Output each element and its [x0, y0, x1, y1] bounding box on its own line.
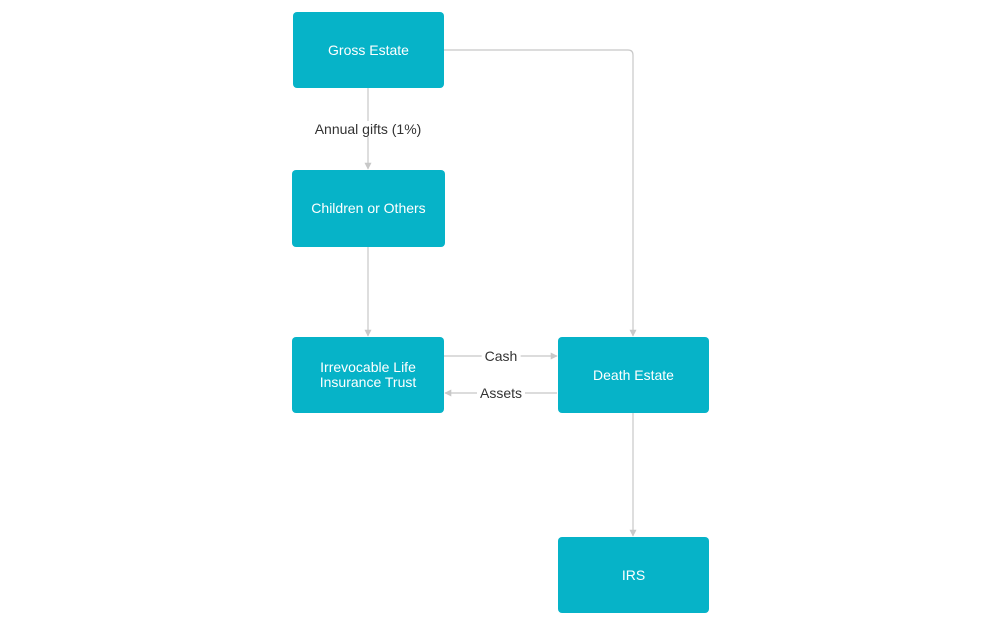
edge-gross-to-death-estate: [444, 49, 637, 337]
node-children-or-others-label: Children or Others: [311, 200, 426, 216]
node-death-estate[interactable]: Death Estate: [558, 337, 709, 413]
node-irs[interactable]: IRS: [558, 537, 709, 613]
node-children-or-others[interactable]: Children or Others: [292, 170, 445, 247]
node-gross-estate-label: Gross Estate: [328, 41, 409, 58]
node-ilit-label: Irrevocable Life Insurance Trust: [319, 359, 417, 390]
edge-label-cash: Cash: [481, 348, 521, 364]
edge-label-assets: Assets: [476, 385, 526, 401]
node-irs-label: IRS: [621, 566, 646, 583]
node-death-estate-label: Death Estate: [593, 366, 674, 383]
edge-label-annual-gifts: Annual gifts (1%): [311, 121, 425, 137]
node-gross-estate[interactable]: Gross Estate: [293, 12, 444, 88]
node-irrevocable-life-insurance-trust[interactable]: Irrevocable Life Insurance Trust: [292, 337, 444, 413]
